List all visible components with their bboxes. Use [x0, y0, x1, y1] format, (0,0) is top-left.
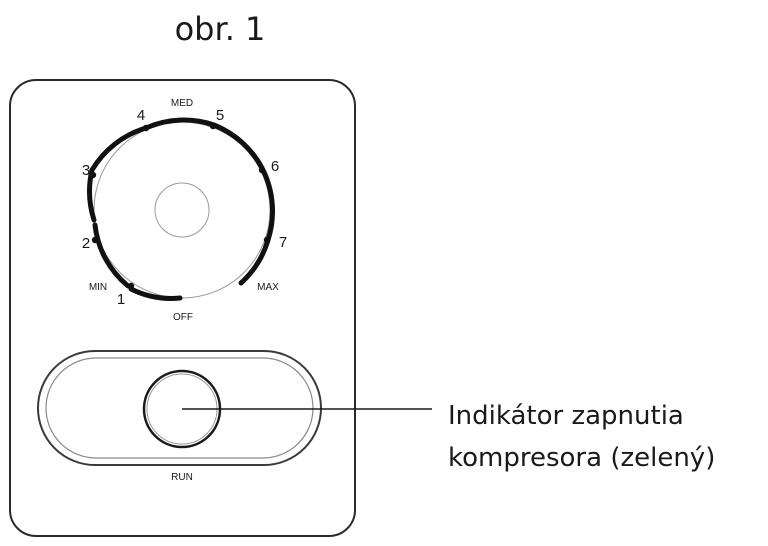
dial-knob-center	[154, 182, 210, 238]
thermostat-dial[interactable]: 1 2 3 4 5 6 7 MIN MED MAX OFF	[82, 98, 287, 323]
dial-max-label: MAX	[257, 282, 279, 293]
dial-marker-label-7: 7	[279, 234, 287, 251]
dial-med-label: MED	[171, 98, 193, 109]
dial-marker-label-1: 1	[117, 291, 125, 308]
dial-marker-dot-6	[258, 166, 266, 174]
dial-marker-dot-4	[142, 124, 150, 132]
dial-marker-label-5: 5	[216, 107, 224, 124]
dial-marker-dot-7	[263, 236, 271, 244]
indicator-housing-inner	[45, 357, 314, 459]
dial-marker-label-2: 2	[82, 235, 90, 252]
indicator-housing-outer	[37, 350, 322, 466]
callout-text-line-2: kompresora (zelený)	[448, 443, 715, 473]
dial-off-label: OFF	[173, 312, 193, 323]
dial-marker-label-6: 6	[271, 158, 279, 175]
figure-title: obr. 1	[175, 10, 266, 48]
dial-marker-dot-5	[209, 122, 217, 130]
dial-min-label: MIN	[89, 282, 107, 293]
dial-marker-dot-1	[127, 282, 135, 290]
dial-scale-arc	[87, 117, 276, 301]
compressor-indicator-housing	[37, 350, 322, 466]
dial-marker-label-4: 4	[137, 107, 145, 124]
dial-marker-label-3: 3	[82, 162, 90, 179]
dial-marker-dot-3	[89, 171, 97, 179]
control-panel	[9, 79, 356, 537]
dial-marker-dot-2	[91, 236, 99, 244]
callout-text-line-1: Indikátor zapnutia	[448, 401, 684, 431]
run-label: RUN	[171, 472, 193, 483]
